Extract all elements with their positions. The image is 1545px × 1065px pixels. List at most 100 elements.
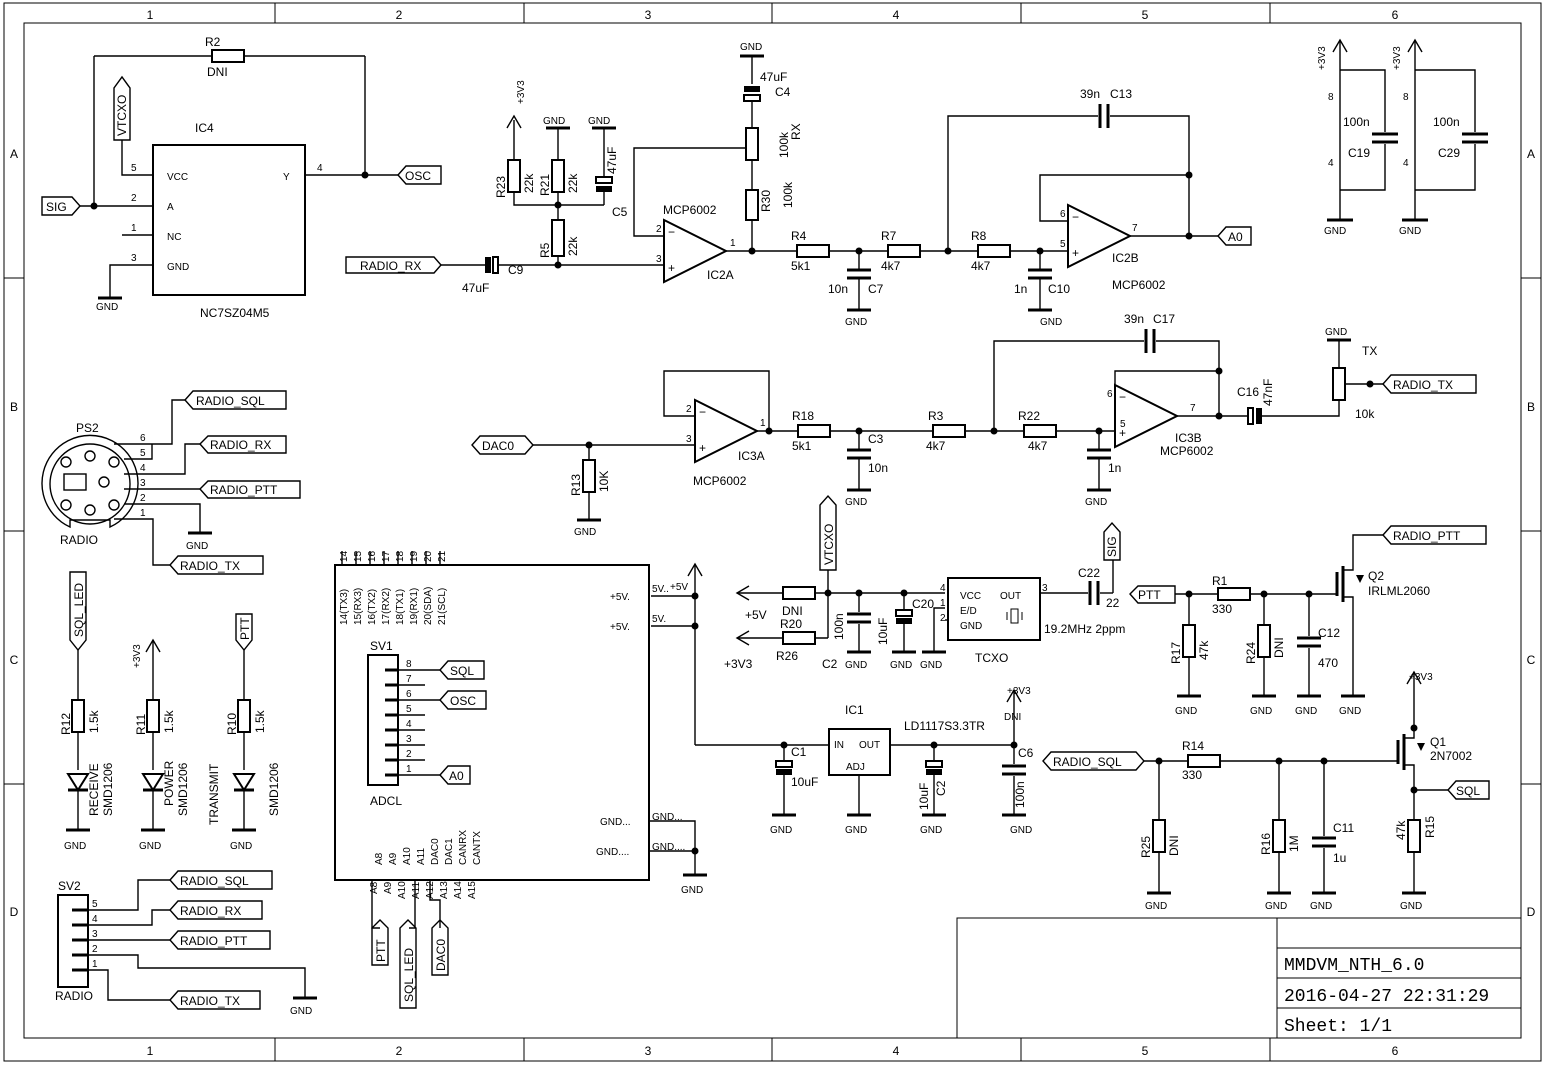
gnd-r13: GND	[574, 527, 596, 538]
r3-value: 4k7	[926, 439, 946, 453]
gnd-due: GND	[681, 885, 703, 896]
ptt-led-label: PTT	[238, 617, 252, 640]
ps2-radio: RADIO	[60, 533, 98, 547]
due-sql-led: SQL_LED	[402, 948, 416, 1002]
r23-value: 22k	[522, 173, 536, 193]
svg-text:+: +	[1119, 426, 1126, 440]
col-4: 4	[893, 8, 900, 22]
r17-value: 47k	[1197, 640, 1211, 660]
r8-name: R8	[971, 229, 987, 243]
r22-value: 4k7	[1028, 439, 1048, 453]
ps2-radio-ptt: RADIO_PTT	[210, 483, 278, 497]
sv1-pin3: 3	[406, 734, 412, 745]
sv2-pin3: 3	[92, 929, 98, 940]
tcxo-freq: 19.2MHz 2ppm	[1044, 622, 1125, 636]
ic4-y: Y	[283, 172, 290, 183]
bot-a13: A13	[439, 881, 450, 899]
ic3b-pin5: 5	[1120, 419, 1126, 430]
due-dac0: DAC0	[434, 939, 448, 971]
r10-name: R10	[225, 713, 239, 735]
ptt-label: PTT	[1138, 588, 1161, 602]
sig-tcxo: SIG	[1105, 536, 1119, 557]
sv2-radio-rx: RADIO_RX	[180, 904, 241, 918]
pin-rx2: 17(RX2)	[381, 588, 392, 625]
gnd-ic1: GND	[845, 825, 867, 836]
c1-value: 10uF	[791, 775, 818, 789]
sheet-number: Sheet: 1/1	[1284, 1017, 1392, 1037]
c2b-name: C2	[934, 780, 948, 796]
c13-name: C13	[1110, 87, 1132, 101]
inner-a9: A9	[388, 852, 399, 865]
tx-pot-value: 10k	[1355, 407, 1375, 421]
r20-name: R20	[780, 617, 802, 631]
gnd-r24: GND	[1250, 706, 1272, 717]
c12-value: 470	[1318, 656, 1338, 670]
r1-value: 330	[1212, 602, 1232, 616]
inner-a10: A10	[402, 847, 413, 865]
sv2-pin2: 2	[92, 944, 98, 955]
gnd-c2: GND	[845, 660, 867, 671]
row-c-right: C	[1527, 653, 1536, 667]
tcxo-ed: E/D	[960, 606, 977, 617]
r18-name: R18	[792, 409, 814, 423]
c-1n-value: 1n	[1108, 461, 1121, 475]
col-2-bottom: 2	[396, 1044, 403, 1058]
q2-part: IRLML2060	[1368, 584, 1430, 598]
gnd-led2: GND	[139, 841, 161, 852]
tcxo-name: TCXO	[975, 651, 1008, 665]
pin2: 2	[131, 193, 137, 204]
v33-c19: +3V3	[1317, 46, 1328, 70]
inner-dac0: DAC0	[430, 838, 441, 865]
tcxo-vcc: VCC	[960, 591, 981, 602]
ic3b-name: IC3B	[1175, 431, 1202, 445]
r11-value: 1.5k	[162, 709, 176, 733]
c19-value: 100n	[1343, 115, 1370, 129]
ic1-out: OUT	[859, 740, 880, 751]
r30-value: 100k	[781, 181, 795, 208]
gnd-tcxo: GND	[920, 660, 942, 671]
v33-led2: +3V3	[132, 644, 143, 668]
r12-name: R12	[59, 713, 73, 735]
svg-text:+: +	[699, 441, 706, 455]
led2-smd: SMD1206	[176, 762, 190, 816]
ic3b-pin6: 6	[1107, 389, 1113, 400]
sv1-pin1: 1	[406, 764, 412, 775]
r13-name: R13	[569, 474, 583, 496]
c19-pin4: 4	[1328, 158, 1334, 169]
c10-name: C10	[1048, 282, 1070, 296]
tcxo-pin4: 4	[940, 583, 946, 594]
pin-rx3: 15(RX3)	[353, 588, 364, 625]
gnd-c20: GND	[890, 660, 912, 671]
c19-pin8: 8	[1328, 92, 1334, 103]
ps2-pin4: 4	[140, 463, 146, 474]
due-gnd-pin-a: GND...	[652, 812, 683, 823]
r4-name: R4	[791, 229, 807, 243]
gnd-c12: GND	[1295, 706, 1317, 717]
c3-value: 10n	[868, 461, 888, 475]
ps2-radio-rx: RADIO_RX	[210, 438, 271, 452]
decoupling-section: +3V3 100n C19 GND 8 4 +3V3 100n C29 GND …	[1317, 38, 1488, 237]
sv2-pin1: 1	[92, 959, 98, 970]
top-pin-16: 16	[367, 550, 378, 562]
r23-name: R23	[494, 176, 508, 198]
r11-name: R11	[134, 714, 148, 735]
c17-value: 39n	[1124, 312, 1144, 326]
rx-pot-value: 100k	[777, 131, 791, 158]
gnd-q2: GND	[1339, 706, 1361, 717]
ps2-connector: PS2 RADIO RADIO_SQL RADIO_RX RADIO_PTT G…	[41, 390, 301, 575]
c9-name: C9	[508, 263, 524, 277]
c13-value: 39n	[1080, 87, 1100, 101]
r22-name: R22	[1018, 409, 1040, 423]
v5-pin-b: 5V.	[652, 614, 666, 625]
ic4-part: NC7SZ04M5	[200, 306, 270, 320]
ic2a-pin1: 1	[730, 238, 736, 249]
c2b-value: 10uF	[917, 783, 931, 810]
row-d-right: D	[1527, 905, 1536, 919]
sv1-adcl: ADCL	[370, 794, 402, 808]
bot-a8: A8	[369, 881, 380, 894]
pin4: 4	[317, 163, 323, 174]
ic3b-part: MCP6002	[1160, 444, 1214, 458]
bot-a9: A9	[383, 881, 394, 894]
gnd-sv2: GND	[290, 1006, 312, 1017]
